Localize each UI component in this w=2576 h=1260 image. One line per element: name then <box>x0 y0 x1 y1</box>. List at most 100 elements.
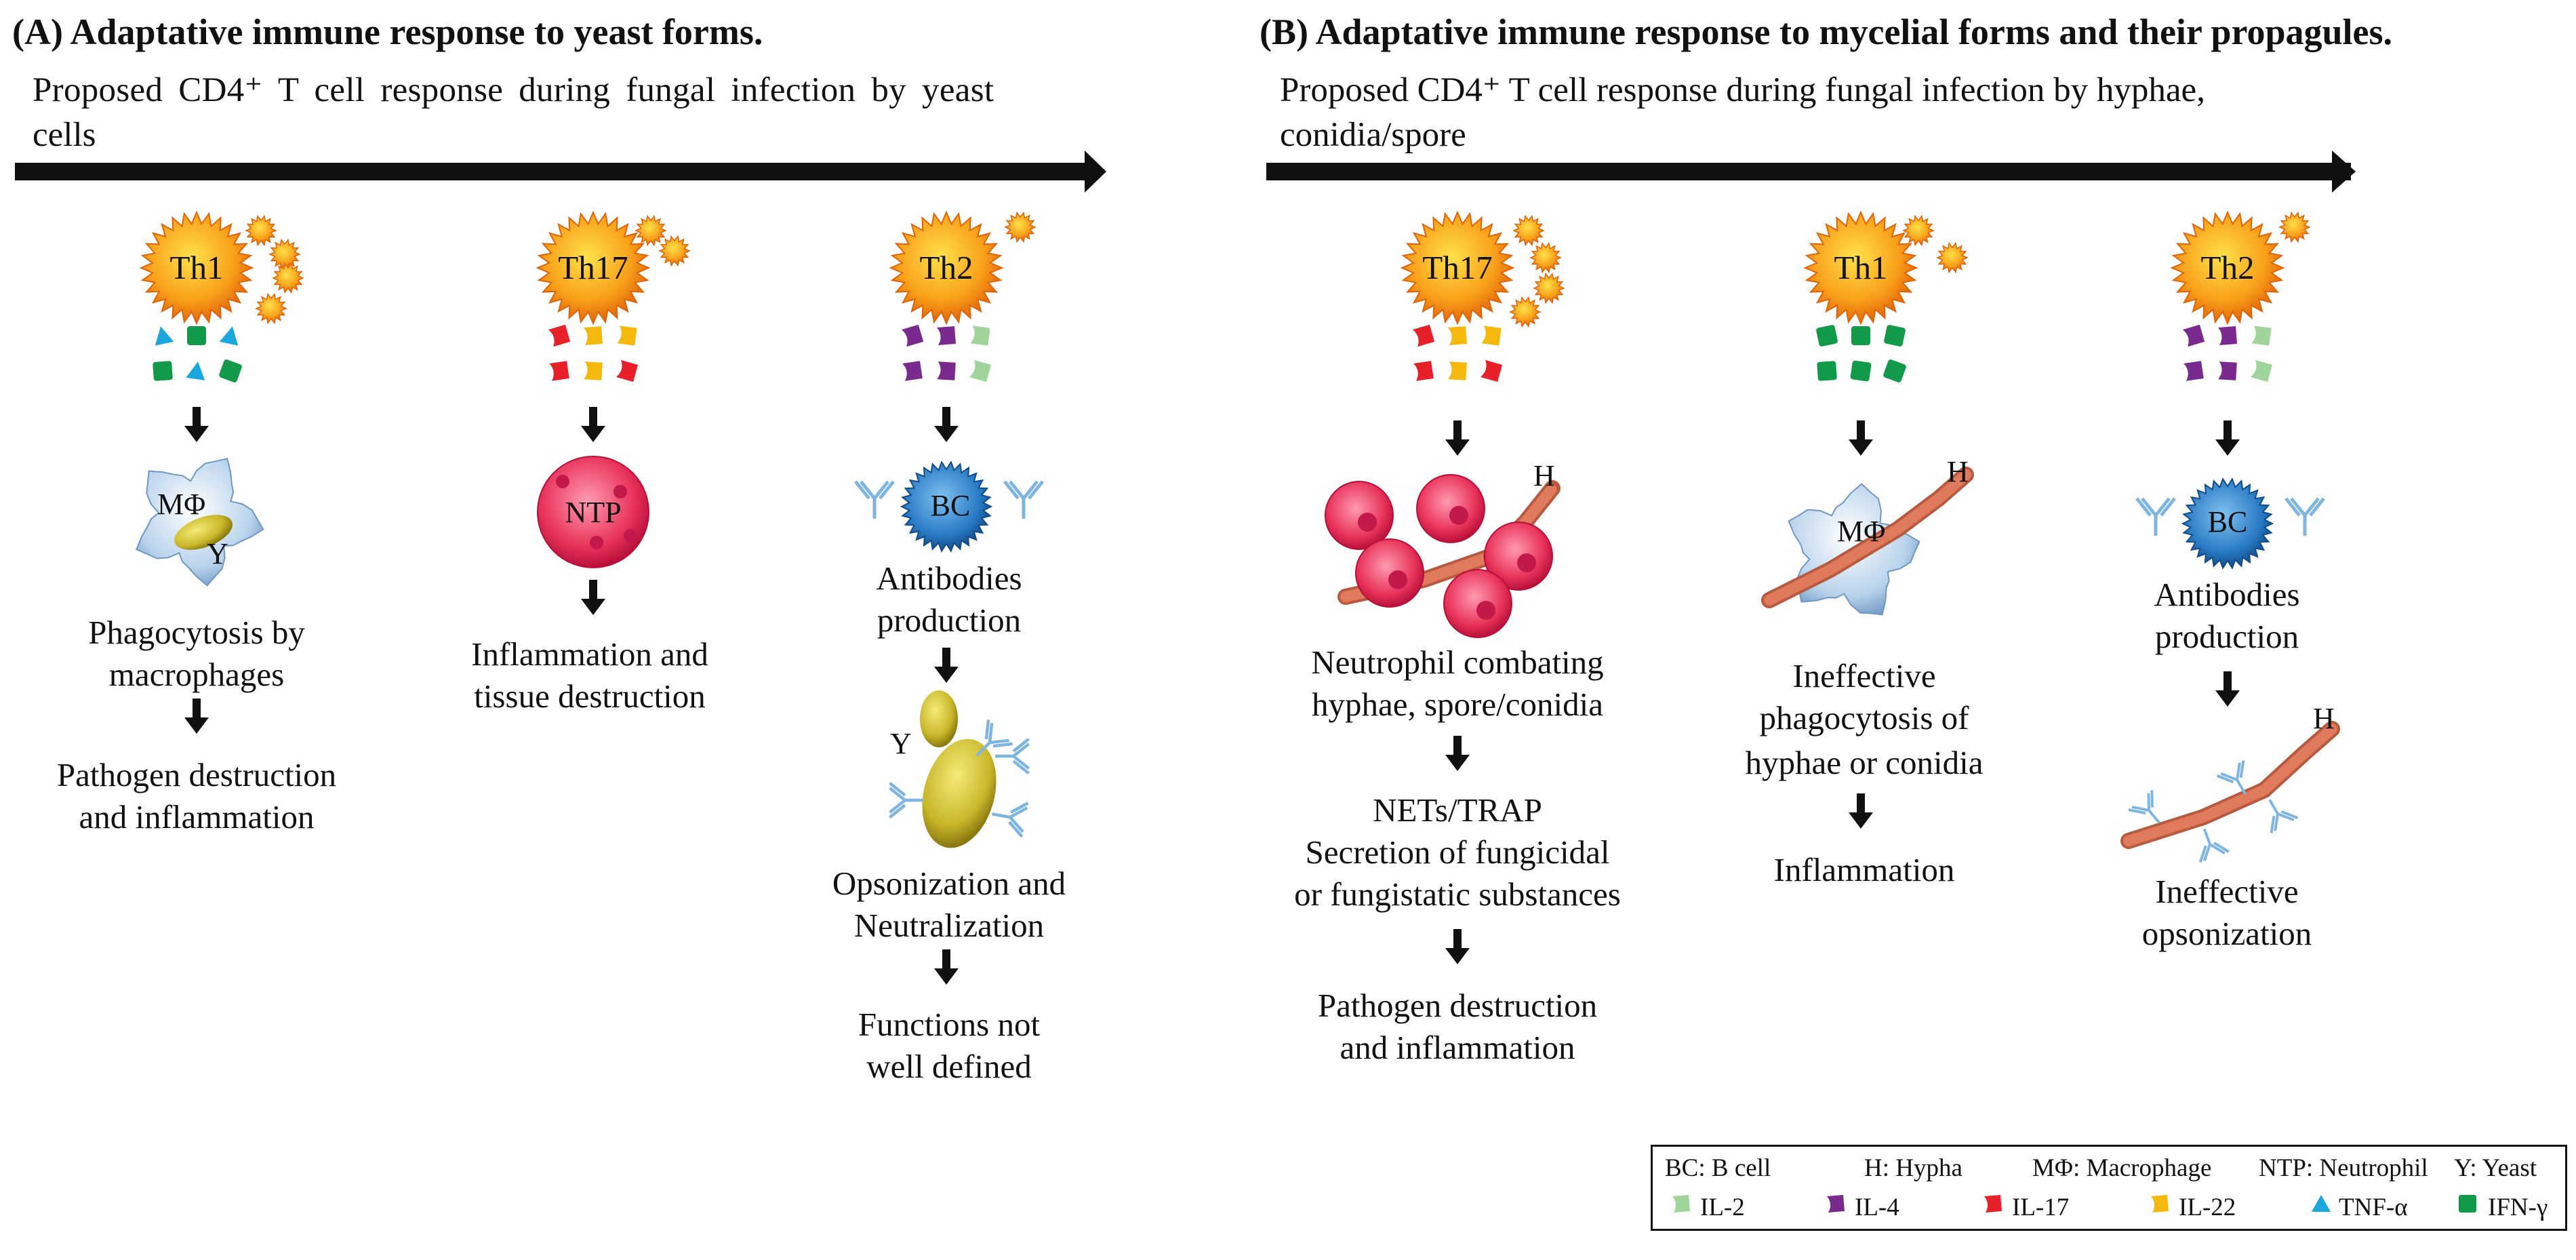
flow-arrow <box>934 407 959 442</box>
flow-arrow-shaft <box>1453 929 1462 951</box>
timeline-arrow-b <box>1266 151 2356 193</box>
th-cell-a2 <box>536 210 691 382</box>
cytokine-il17 <box>1413 361 1434 381</box>
antibody-shape <box>2285 497 2325 536</box>
cytokine-granule <box>1004 211 1037 243</box>
hypha-label-b3: H <box>2313 702 2335 735</box>
flow-arrow <box>1849 793 1873 829</box>
il2-marker <box>2251 326 2272 346</box>
neutrophil-body <box>1484 521 1553 591</box>
legend-abbrev-h: H: Hypha <box>1864 1154 1963 1182</box>
b1-text-2b: Secretion of fungicidal <box>1305 833 1610 871</box>
cytokine-il17 <box>549 361 569 381</box>
cytokine-granule <box>1529 241 1562 274</box>
antibody <box>975 720 1013 757</box>
cytokine-ifn <box>1817 361 1837 381</box>
cytokine-tnf <box>219 326 239 346</box>
cytokine-granule <box>1533 272 1565 304</box>
legend-swatch-il22 <box>2151 1195 2169 1213</box>
neutrophils-vs-hypha <box>1325 474 1561 638</box>
th-cell-b3 <box>2170 210 2311 382</box>
macrophage-label-b2: MΦ <box>1837 515 1886 548</box>
th-cell-body <box>2170 210 2285 326</box>
macrophage-vs-hypha <box>1761 467 1974 616</box>
bcell-label-b: BC <box>2207 505 2248 538</box>
legend-abbrev-ntp: NTP: Neutrophil <box>2259 1154 2428 1182</box>
cytokine-il4 <box>937 326 956 345</box>
th-cell-body <box>1803 210 1918 326</box>
flow-arrow-head <box>581 599 605 615</box>
flow-arrow <box>2215 420 2240 456</box>
neutrophil-granule <box>556 475 569 488</box>
flow-arrow-shaft <box>942 407 950 429</box>
legend-label-il17: IL-17 <box>2012 1194 2070 1221</box>
panel-b-title: (B) Adaptative immune response to myceli… <box>1260 12 2392 52</box>
ifn-marker <box>1850 360 1872 382</box>
antibody-shape <box>994 738 1030 774</box>
cytokine-il22 <box>584 326 603 345</box>
a3-text-1a: Antibodies <box>876 559 1022 597</box>
flow-arrow-head <box>934 426 959 442</box>
neutrophil-label: NTP <box>565 496 622 529</box>
flow-arrow <box>581 580 605 615</box>
a2-text-1a: Inflammation and <box>471 635 708 673</box>
il22-marker <box>584 326 603 345</box>
cytokine-il4 <box>2218 361 2237 380</box>
neutrophil <box>1484 521 1553 591</box>
cytokine-il17 <box>616 359 639 382</box>
yeast-label: Y <box>207 537 228 570</box>
th-cell-label-b1: Th17 <box>1422 249 1493 286</box>
b2-text-2: Inflammation <box>1773 851 1955 888</box>
flow-arrow <box>184 698 209 734</box>
neutrophil-body <box>1355 538 1424 608</box>
cytokine-tnf <box>186 361 205 380</box>
ifn-marker <box>1851 326 1870 345</box>
cytokine-ifn <box>1884 325 1906 347</box>
legend-label-il22: IL-22 <box>2179 1194 2236 1221</box>
flow-arrow-head <box>1445 948 1470 964</box>
il17-marker <box>1412 324 1435 347</box>
a2-text-1b: tissue destruction <box>474 677 706 715</box>
flow-arrow <box>934 949 959 985</box>
hypha-body <box>2123 724 2337 846</box>
legend-abbrev-bc: BC: B cell <box>1665 1154 1771 1182</box>
neutrophil <box>1443 569 1512 638</box>
cytokine-il17 <box>1480 359 1503 382</box>
il22-marker <box>1448 326 1467 345</box>
flow-arrow <box>581 407 605 442</box>
th-cell-body <box>889 210 1004 326</box>
cytokine-tnf <box>155 326 174 346</box>
antibody <box>2128 790 2160 824</box>
flow-arrow-shaft <box>2223 671 2232 693</box>
neutrophil <box>1325 481 1394 550</box>
cytokine-granule <box>1512 214 1545 247</box>
hypha-label-b1: H <box>1533 459 1555 492</box>
a3-text-2b: Neutralization <box>853 907 1045 944</box>
b1-text-2a: NETs/TRAP <box>1373 791 1542 829</box>
cytokine-il17 <box>548 324 571 347</box>
cytokine-il4 <box>2182 324 2205 347</box>
il2-marker <box>970 326 990 346</box>
neutrophil-nucleus <box>1449 506 1468 525</box>
a3-text-3b: well defined <box>866 1048 1032 1085</box>
cytokine-ifn <box>153 361 173 381</box>
small-arrows-layer <box>184 407 2240 985</box>
antibody <box>2135 497 2176 536</box>
cytokine-ifn <box>219 359 242 382</box>
flow-arrow <box>184 407 209 442</box>
th-cell-a3 <box>889 210 1037 382</box>
ifn-marker <box>1816 325 1838 347</box>
tnf-marker <box>219 326 239 346</box>
legend-swatch-il17 <box>1984 1195 2002 1213</box>
il17-marker <box>616 359 639 382</box>
a1-text-1a: Phagocytosis by <box>88 614 305 651</box>
cytokine-granule <box>245 214 277 247</box>
flow-arrow <box>1445 420 1470 456</box>
il17-marker <box>1480 359 1503 382</box>
antibody <box>2198 828 2230 863</box>
cytokine-il22 <box>1481 326 1502 346</box>
b1-text-1b: hyphae, spore/conidia <box>1312 686 1603 723</box>
cytokine-granule <box>1902 214 1935 247</box>
hypha-outline <box>2120 721 2340 849</box>
